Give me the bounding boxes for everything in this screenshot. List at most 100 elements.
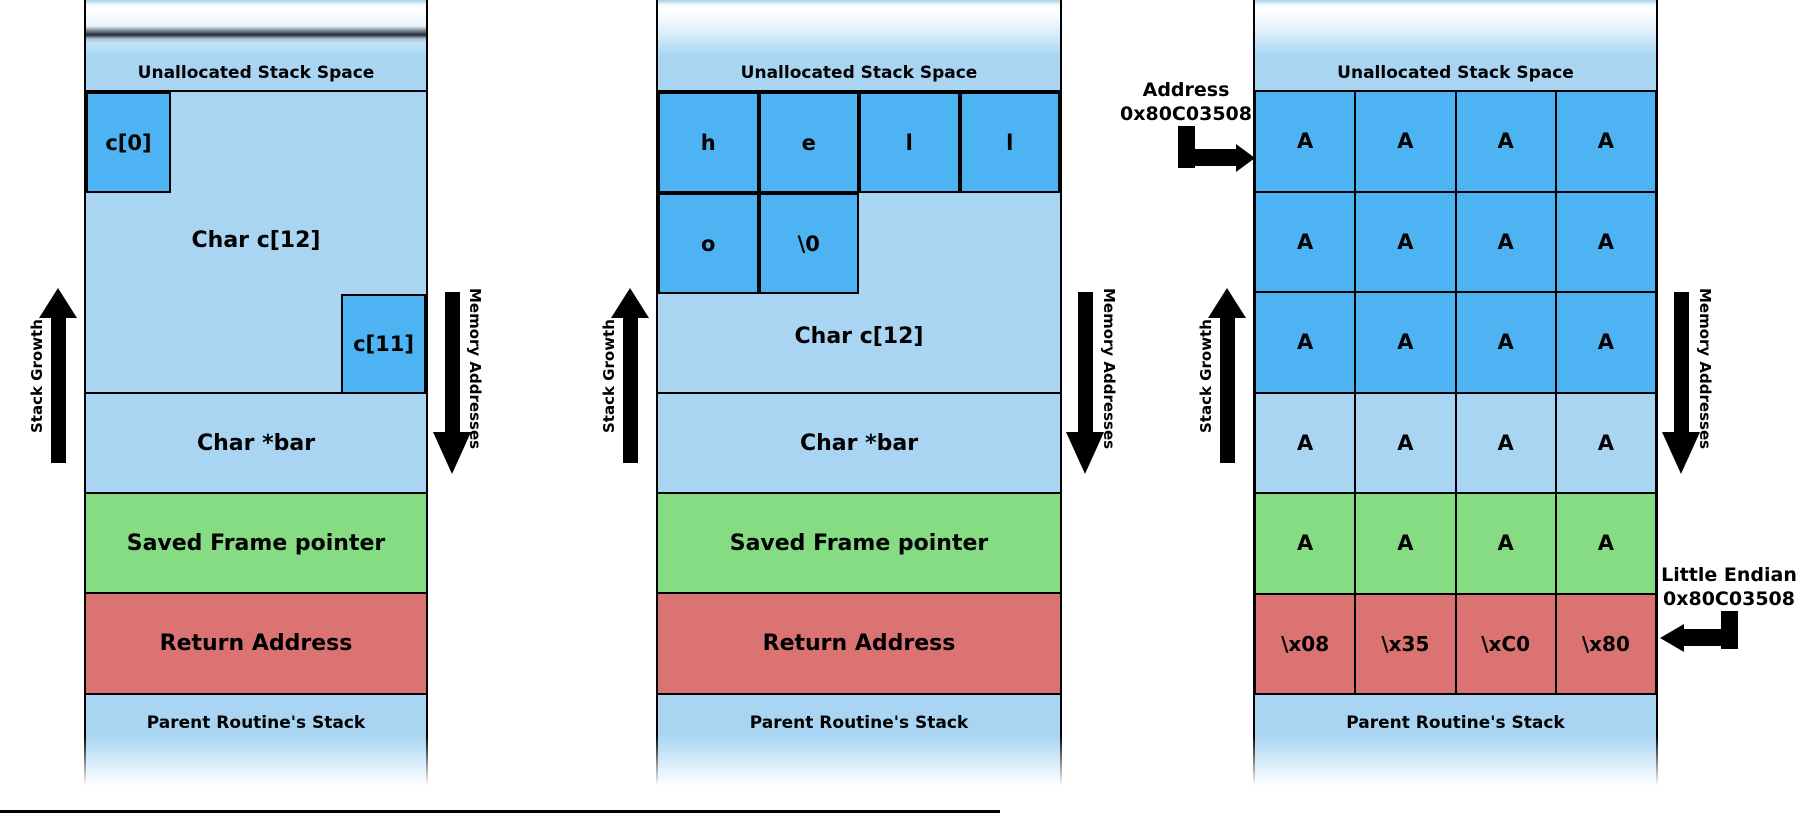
stack-growth-arrow — [1208, 288, 1246, 463]
parent-stack-label: Parent Routine's Stack — [1346, 713, 1565, 733]
stack-column-overflow: Unallocated Stack Space A A A A A A A A … — [1253, 0, 1658, 792]
buffer-label: Char c[12] — [794, 324, 924, 349]
grid-cell: \x80 — [1555, 593, 1656, 694]
arrow-down-head-icon — [1662, 432, 1700, 474]
buffer-cell-c0: c[0] — [86, 92, 171, 193]
arrow-shaft — [1673, 292, 1689, 432]
arrow-shaft — [1219, 318, 1235, 463]
memory-addresses-arrow — [1066, 292, 1104, 474]
grid-cell: A — [1455, 191, 1556, 292]
arrow-up-head-icon — [39, 288, 77, 318]
grid-row-pointer: A A A A — [1255, 392, 1656, 493]
grid-cell: A — [1555, 292, 1656, 393]
parent-stack-label: Parent Routine's Stack — [146, 713, 366, 733]
buffer-cell: h — [658, 92, 759, 193]
address-annotation-line2: 0x80C03508 — [1120, 103, 1252, 125]
arrow-down-head-icon — [1066, 432, 1104, 474]
char-pointer-band: Char *bar — [658, 392, 1060, 492]
fade-smudge — [86, 26, 426, 43]
arrow-shaft — [50, 318, 66, 463]
unallocated-region: Unallocated Stack Space — [1255, 0, 1656, 90]
arrow-left-head-icon — [1660, 624, 1684, 652]
return-address-band: Return Address — [86, 592, 426, 693]
arrow-right-head-icon — [1236, 144, 1255, 172]
little-endian-line2: 0x80C03508 — [1663, 588, 1795, 610]
grid-cell: A — [1355, 292, 1456, 393]
saved-frame-pointer-band: Saved Frame pointer — [658, 492, 1060, 592]
grid-cell: A — [1255, 493, 1356, 594]
stack-column-declared: Unallocated Stack Space c[0] c[11] Char … — [84, 0, 428, 792]
grid-row: A A A A — [1255, 191, 1656, 292]
arrow-up-head-icon — [611, 288, 649, 318]
grid-cell: A — [1455, 91, 1556, 192]
grid-cell: A — [1555, 91, 1656, 192]
grid-cell: \x35 — [1355, 593, 1456, 694]
address-annotation-line1: Address — [1142, 79, 1230, 101]
grid-cell: A — [1255, 392, 1356, 493]
little-endian-elbow-arrow — [1682, 629, 1738, 646]
little-endian-line1: Little Endian — [1661, 564, 1797, 586]
stack-growth-label: Stack Growth — [600, 319, 618, 433]
grid-cell: A — [1455, 493, 1556, 594]
return-address-band: Return Address — [658, 592, 1060, 693]
saved-frame-pointer-band: Saved Frame pointer — [86, 492, 426, 592]
buffer-cell: l — [959, 92, 1060, 193]
char-buffer-region: h e l l o \0 Char c[12] — [658, 90, 1060, 392]
grid-cell: A — [1455, 392, 1556, 493]
char-buffer-region: c[0] c[11] Char c[12] — [86, 90, 426, 394]
grid-row: A A A A — [1255, 91, 1656, 192]
arrow-shaft — [622, 318, 638, 463]
grid-cell: A — [1355, 191, 1456, 292]
buffer-cell: l — [859, 92, 960, 193]
grid-row-return-address: \x08 \x35 \xC0 \x80 — [1255, 593, 1656, 694]
memory-addresses-arrow — [1662, 292, 1700, 474]
unallocated-region: Unallocated Stack Space — [658, 0, 1060, 90]
stack-growth-arrow — [39, 288, 77, 463]
grid-cell: A — [1555, 392, 1656, 493]
bottom-divider-line — [0, 810, 1000, 813]
grid-row-saved-frame: A A A A — [1255, 493, 1656, 594]
parent-stack-region: Parent Routine's Stack — [1255, 693, 1656, 792]
buffer-cell: o — [658, 193, 759, 294]
unallocated-label: Unallocated Stack Space — [1337, 63, 1574, 83]
arrow-down-head-icon — [433, 432, 471, 474]
grid-cell: A — [1355, 392, 1456, 493]
stack-growth-label: Stack Growth — [28, 319, 46, 433]
stack-column-hello: Unallocated Stack Space h e l l o \0 Cha… — [656, 0, 1062, 792]
unallocated-region: Unallocated Stack Space — [86, 0, 426, 90]
memory-addresses-label: Memory Addresses — [1100, 288, 1118, 450]
memory-addresses-arrow — [433, 292, 471, 474]
little-endian-annotation: Little Endian 0x80C03508 — [1648, 563, 1798, 611]
grid-row: A A A A — [1255, 292, 1656, 393]
buffer-label: Char c[12] — [191, 228, 321, 253]
parent-stack-region: Parent Routine's Stack — [86, 693, 426, 792]
grid-cell: \x08 — [1255, 593, 1356, 694]
buffer-cell: \0 — [758, 193, 859, 294]
grid-cell: A — [1255, 191, 1356, 292]
arrow-shaft — [1077, 292, 1093, 432]
grid-cell: A — [1555, 191, 1656, 292]
grid-cell: A — [1255, 91, 1356, 192]
char-pointer-band: Char *bar — [86, 392, 426, 492]
grid-cell: \xC0 — [1455, 593, 1556, 694]
grid-cell: A — [1455, 292, 1556, 393]
grid-cell: A — [1255, 292, 1356, 393]
memory-addresses-label: Memory Addresses — [1696, 288, 1714, 450]
overflow-grid: A A A A A A A A A A A A A A A A — [1255, 90, 1656, 694]
stack-growth-arrow — [611, 288, 649, 463]
arrow-up-head-icon — [1208, 288, 1246, 318]
arrow-shaft — [444, 292, 460, 432]
stack-growth-label: Stack Growth — [1197, 319, 1215, 433]
address-annotation: Address 0x80C03508 — [1106, 78, 1266, 126]
buffer-cell-c11: c[11] — [341, 294, 426, 394]
memory-addresses-label: Memory Addresses — [466, 288, 484, 450]
parent-stack-label: Parent Routine's Stack — [749, 713, 969, 733]
grid-cell: A — [1355, 493, 1456, 594]
address-elbow-arrow — [1178, 149, 1236, 166]
buffer-row-1: h e l l — [658, 92, 1060, 193]
grid-cell: A — [1355, 91, 1456, 192]
buffer-row-2: o \0 — [658, 193, 1060, 294]
unallocated-label: Unallocated Stack Space — [137, 63, 375, 83]
parent-stack-region: Parent Routine's Stack — [658, 693, 1060, 792]
